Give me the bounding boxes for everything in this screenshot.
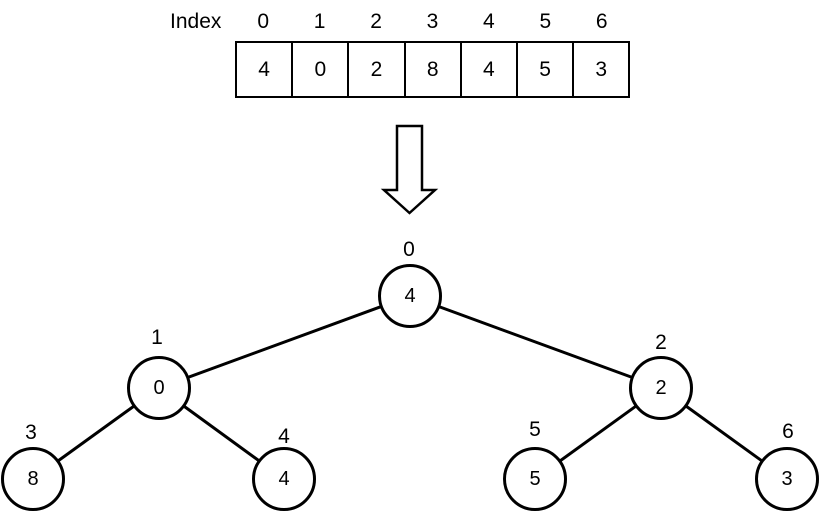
array-cell: 5 — [518, 43, 575, 96]
array-index: 5 — [539, 10, 552, 33]
node-index-label: 0 — [403, 238, 415, 261]
array-cell: 4 — [237, 43, 294, 96]
array-cell: 3 — [595, 57, 608, 81]
node-index-label: 1 — [151, 326, 163, 349]
array-cell: 8 — [406, 43, 462, 96]
array-index-row: 0 1 2 3 4 5 6 — [235, 10, 630, 34]
node-index-label: 5 — [529, 418, 541, 441]
array-index: 1 — [313, 10, 326, 33]
array-index: 4 — [483, 10, 495, 33]
tree-edge-root-left — [158, 294, 411, 390]
array-cell: 0 — [293, 43, 350, 96]
tree-node: 0 — [127, 356, 191, 420]
array-cell: 2 — [349, 43, 406, 96]
down-arrow-icon — [380, 124, 439, 215]
array-index: 6 — [595, 10, 608, 33]
node-index-label: 2 — [655, 331, 667, 354]
array-index: 3 — [426, 10, 439, 33]
tree-node: 5 — [503, 447, 567, 511]
tree-node: 4 — [378, 264, 442, 328]
array-index: 0 — [257, 10, 270, 33]
tree-node: 3 — [755, 447, 819, 511]
tree-node: 2 — [629, 356, 693, 420]
tree-node: 8 — [1, 447, 65, 511]
array-cells: 4 0 2 8 4 5 3 — [235, 41, 631, 98]
node-index-label: 6 — [782, 420, 794, 443]
array-index: 2 — [370, 10, 382, 33]
array-index-caption: Index — [170, 10, 222, 33]
tree-node: 4 — [252, 447, 316, 511]
node-index-label: 4 — [278, 425, 290, 448]
tree-edge-root-right — [409, 294, 662, 390]
node-index-label: 3 — [25, 421, 37, 444]
array-cell: 4 — [462, 43, 518, 96]
